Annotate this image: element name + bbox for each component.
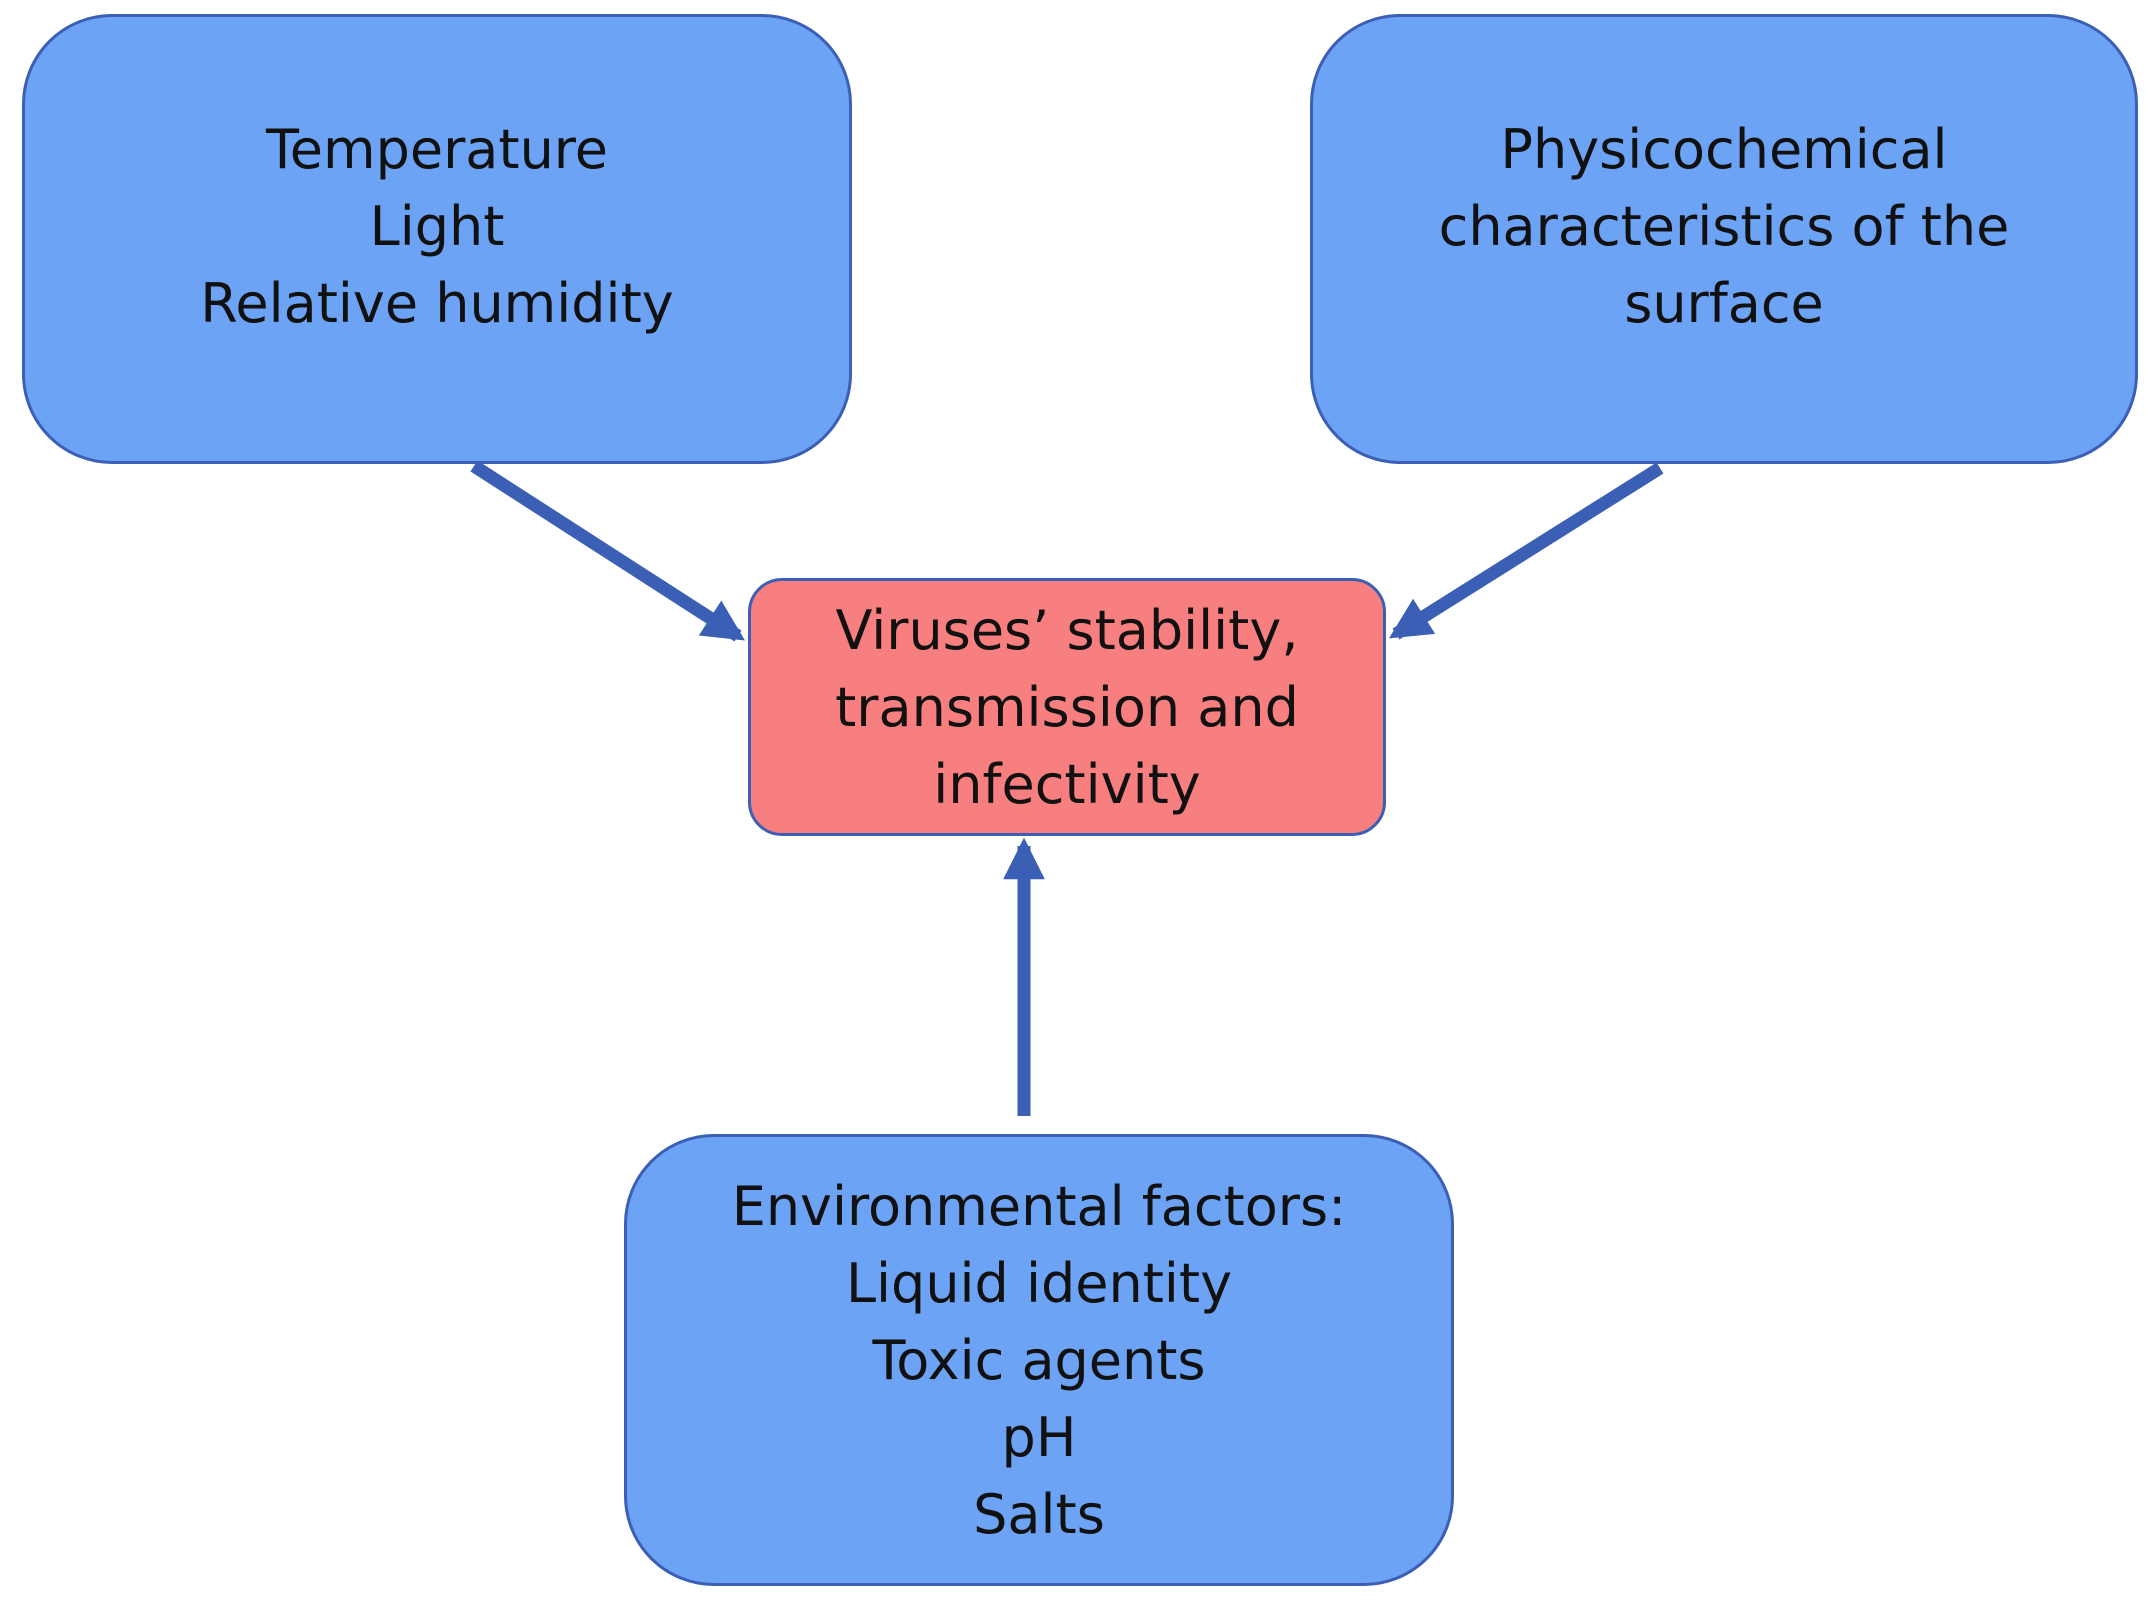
box-environmental-factors-line-4: pH (1001, 1405, 1077, 1469)
box-climate-factors-line-3: Relative humidity (200, 271, 674, 335)
box-surface-characteristics: Physicochemical characteristics of the s… (1310, 14, 2138, 464)
box-virus-outcome: Viruses’ stability, transmission and inf… (748, 578, 1386, 836)
box-virus-outcome-line-2: transmission and (835, 675, 1299, 739)
box-surface-characteristics-line-3: surface (1624, 271, 1824, 335)
box-environmental-factors-line-2: Liquid identity (845, 1251, 1233, 1315)
box-climate-factors: Temperature Light Relative humidity (22, 14, 852, 464)
box-climate-factors-line-1: Temperature (265, 117, 609, 181)
arrow-top-left-to-center (470, 460, 745, 642)
box-environmental-factors-line-5: Salts (973, 1482, 1105, 1546)
box-surface-characteristics-line-1: Physicochemical (1500, 117, 1948, 181)
box-environmental-factors: Environmental factors: Liquid identity T… (624, 1134, 1454, 1586)
box-virus-outcome-line-1: Viruses’ stability, (835, 598, 1299, 662)
box-environmental-factors-line-3: Toxic agents (872, 1328, 1206, 1392)
box-virus-outcome-line-3: infectivity (933, 752, 1201, 816)
arrow-top-right-to-center (1388, 462, 1664, 640)
box-environmental-factors-line-1: Environmental factors: (731, 1174, 1347, 1238)
box-climate-factors-line-2: Light (369, 194, 505, 258)
box-surface-characteristics-line-2: characteristics of the (1438, 194, 2010, 258)
